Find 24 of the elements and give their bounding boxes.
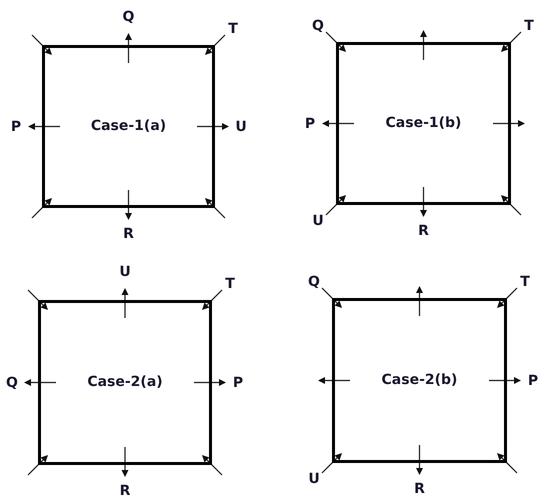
point-label: P: [232, 376, 244, 390]
point-label: Q: [312, 19, 324, 33]
square-frame: [38, 300, 212, 465]
point-label: R: [123, 227, 134, 241]
point-label: T: [524, 19, 534, 33]
point-label: U: [308, 472, 320, 486]
point-label: T: [520, 275, 530, 289]
point-label: T: [225, 277, 235, 291]
point-label: U: [312, 214, 324, 228]
square-frame: [42, 45, 215, 208]
point-label: Q: [6, 376, 18, 390]
point-label: R: [418, 224, 429, 238]
point-label: U: [119, 265, 131, 279]
point-label: U: [235, 120, 247, 134]
point-label: Q: [308, 275, 320, 289]
point-label: R: [120, 484, 130, 498]
point-label: P: [10, 120, 22, 134]
square-frame: [336, 42, 511, 205]
square-frame: [332, 298, 507, 463]
point-label: T: [228, 22, 238, 36]
point-label: R: [414, 482, 425, 496]
point-label: Q: [122, 10, 134, 24]
point-label: P: [304, 116, 316, 130]
point-label: P: [528, 374, 538, 388]
